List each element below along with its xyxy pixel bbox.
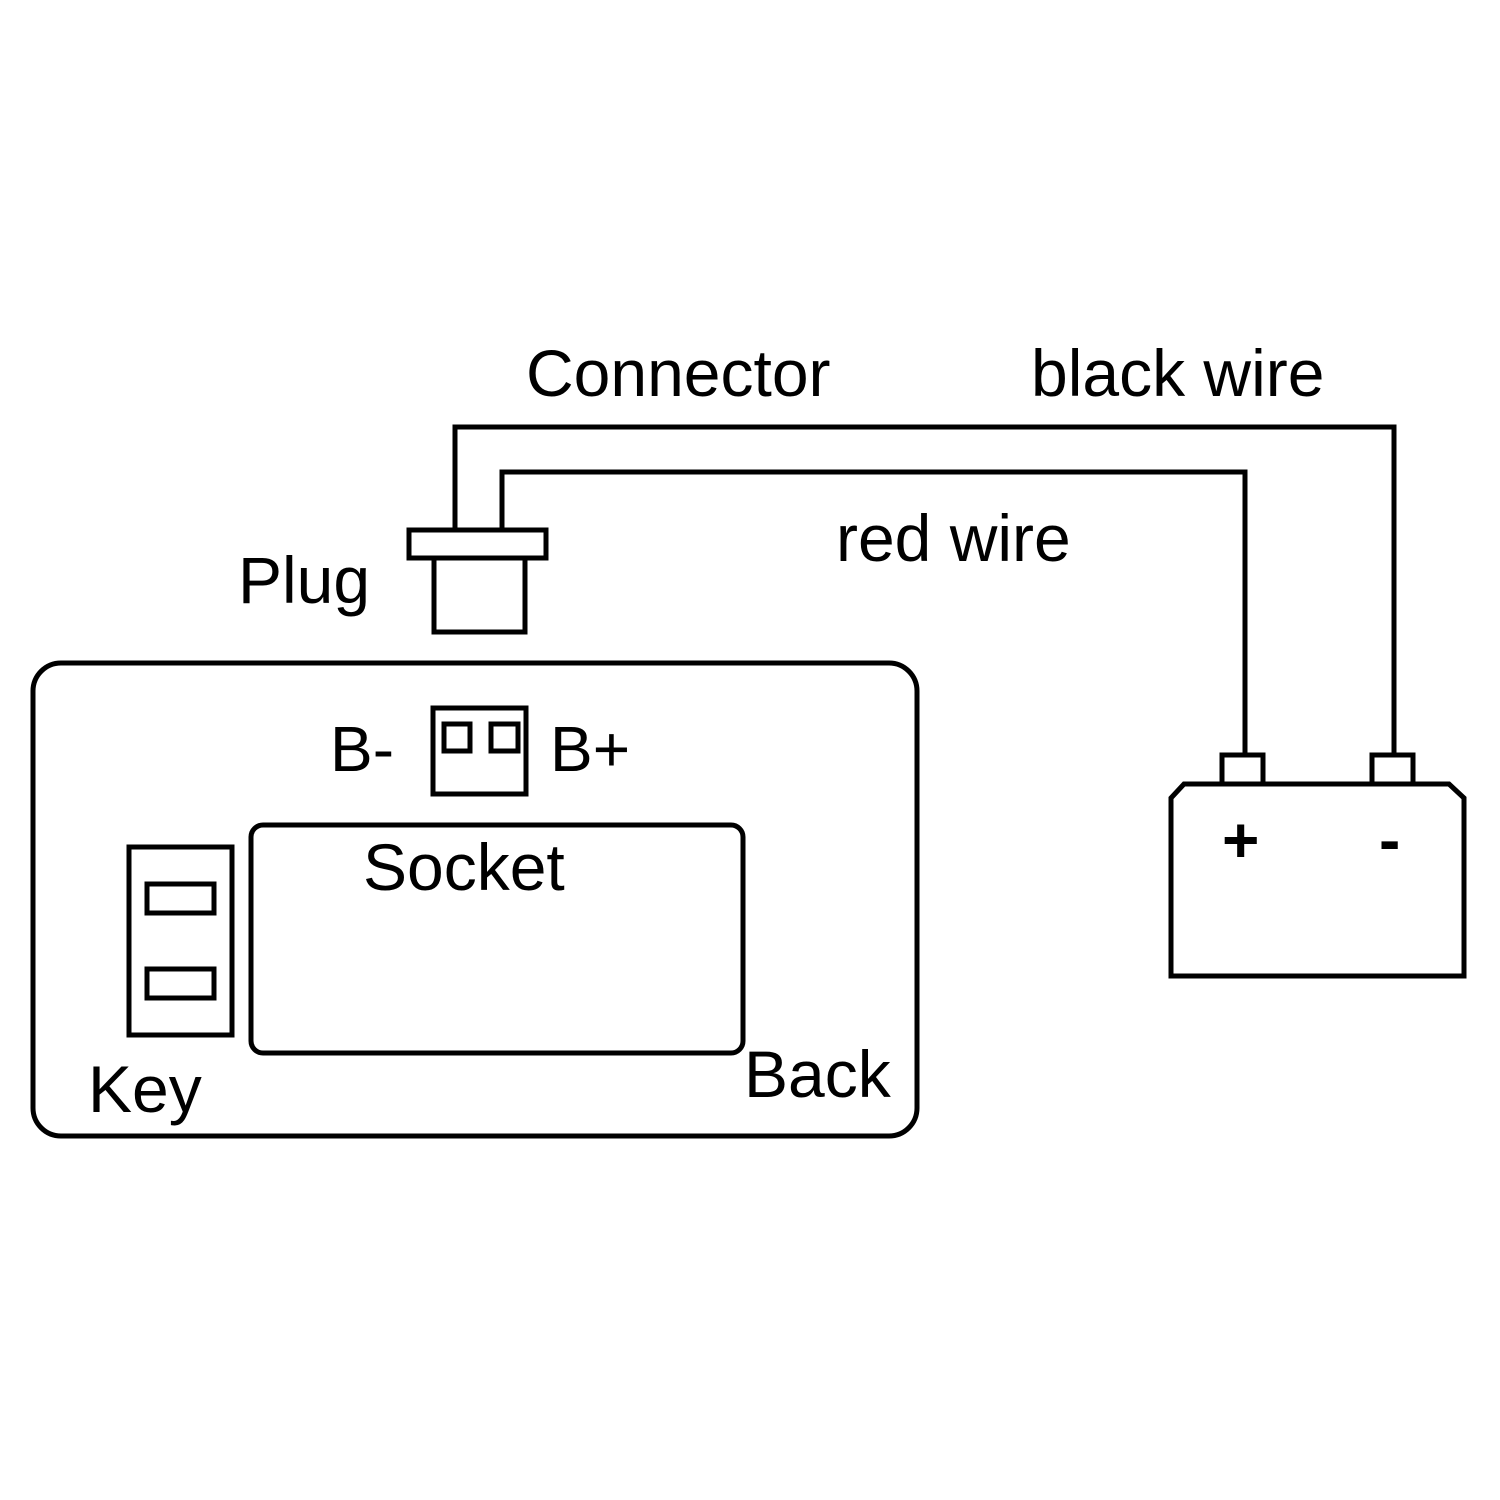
battery-terminal-minus [1369,752,1416,787]
plug [406,527,549,635]
key-housing [126,844,235,1038]
key-label: Key [88,1052,202,1126]
plug-flange [406,527,549,561]
battery-body [1168,781,1467,979]
port-housing [430,705,529,797]
black-wire-label: black wire [1031,336,1324,410]
battery [1168,752,1467,979]
battery-port [430,705,529,797]
connector-label: Connector [526,336,831,410]
b-minus-label: B- [330,713,394,785]
battery-plus-label: + [1222,804,1259,876]
red-wire-label: red wire [836,501,1071,575]
red-wire [499,469,1248,757]
port-pin-minus [441,721,473,754]
black-wire [452,424,1397,757]
socket-outline [248,822,746,1056]
b-plus-label: B+ [550,713,630,785]
key-slot-top [144,881,217,916]
back-label: Back [744,1037,892,1111]
device-back-panel [30,660,920,1139]
key-slot-bottom [144,966,217,1001]
battery-terminal-plus [1219,752,1266,787]
plug-body [431,553,528,635]
plug-label: Plug [238,543,370,617]
socket-label: Socket [363,830,565,904]
battery-minus-label: - [1379,804,1400,876]
key-block [126,844,235,1038]
port-pin-plus [488,721,521,754]
